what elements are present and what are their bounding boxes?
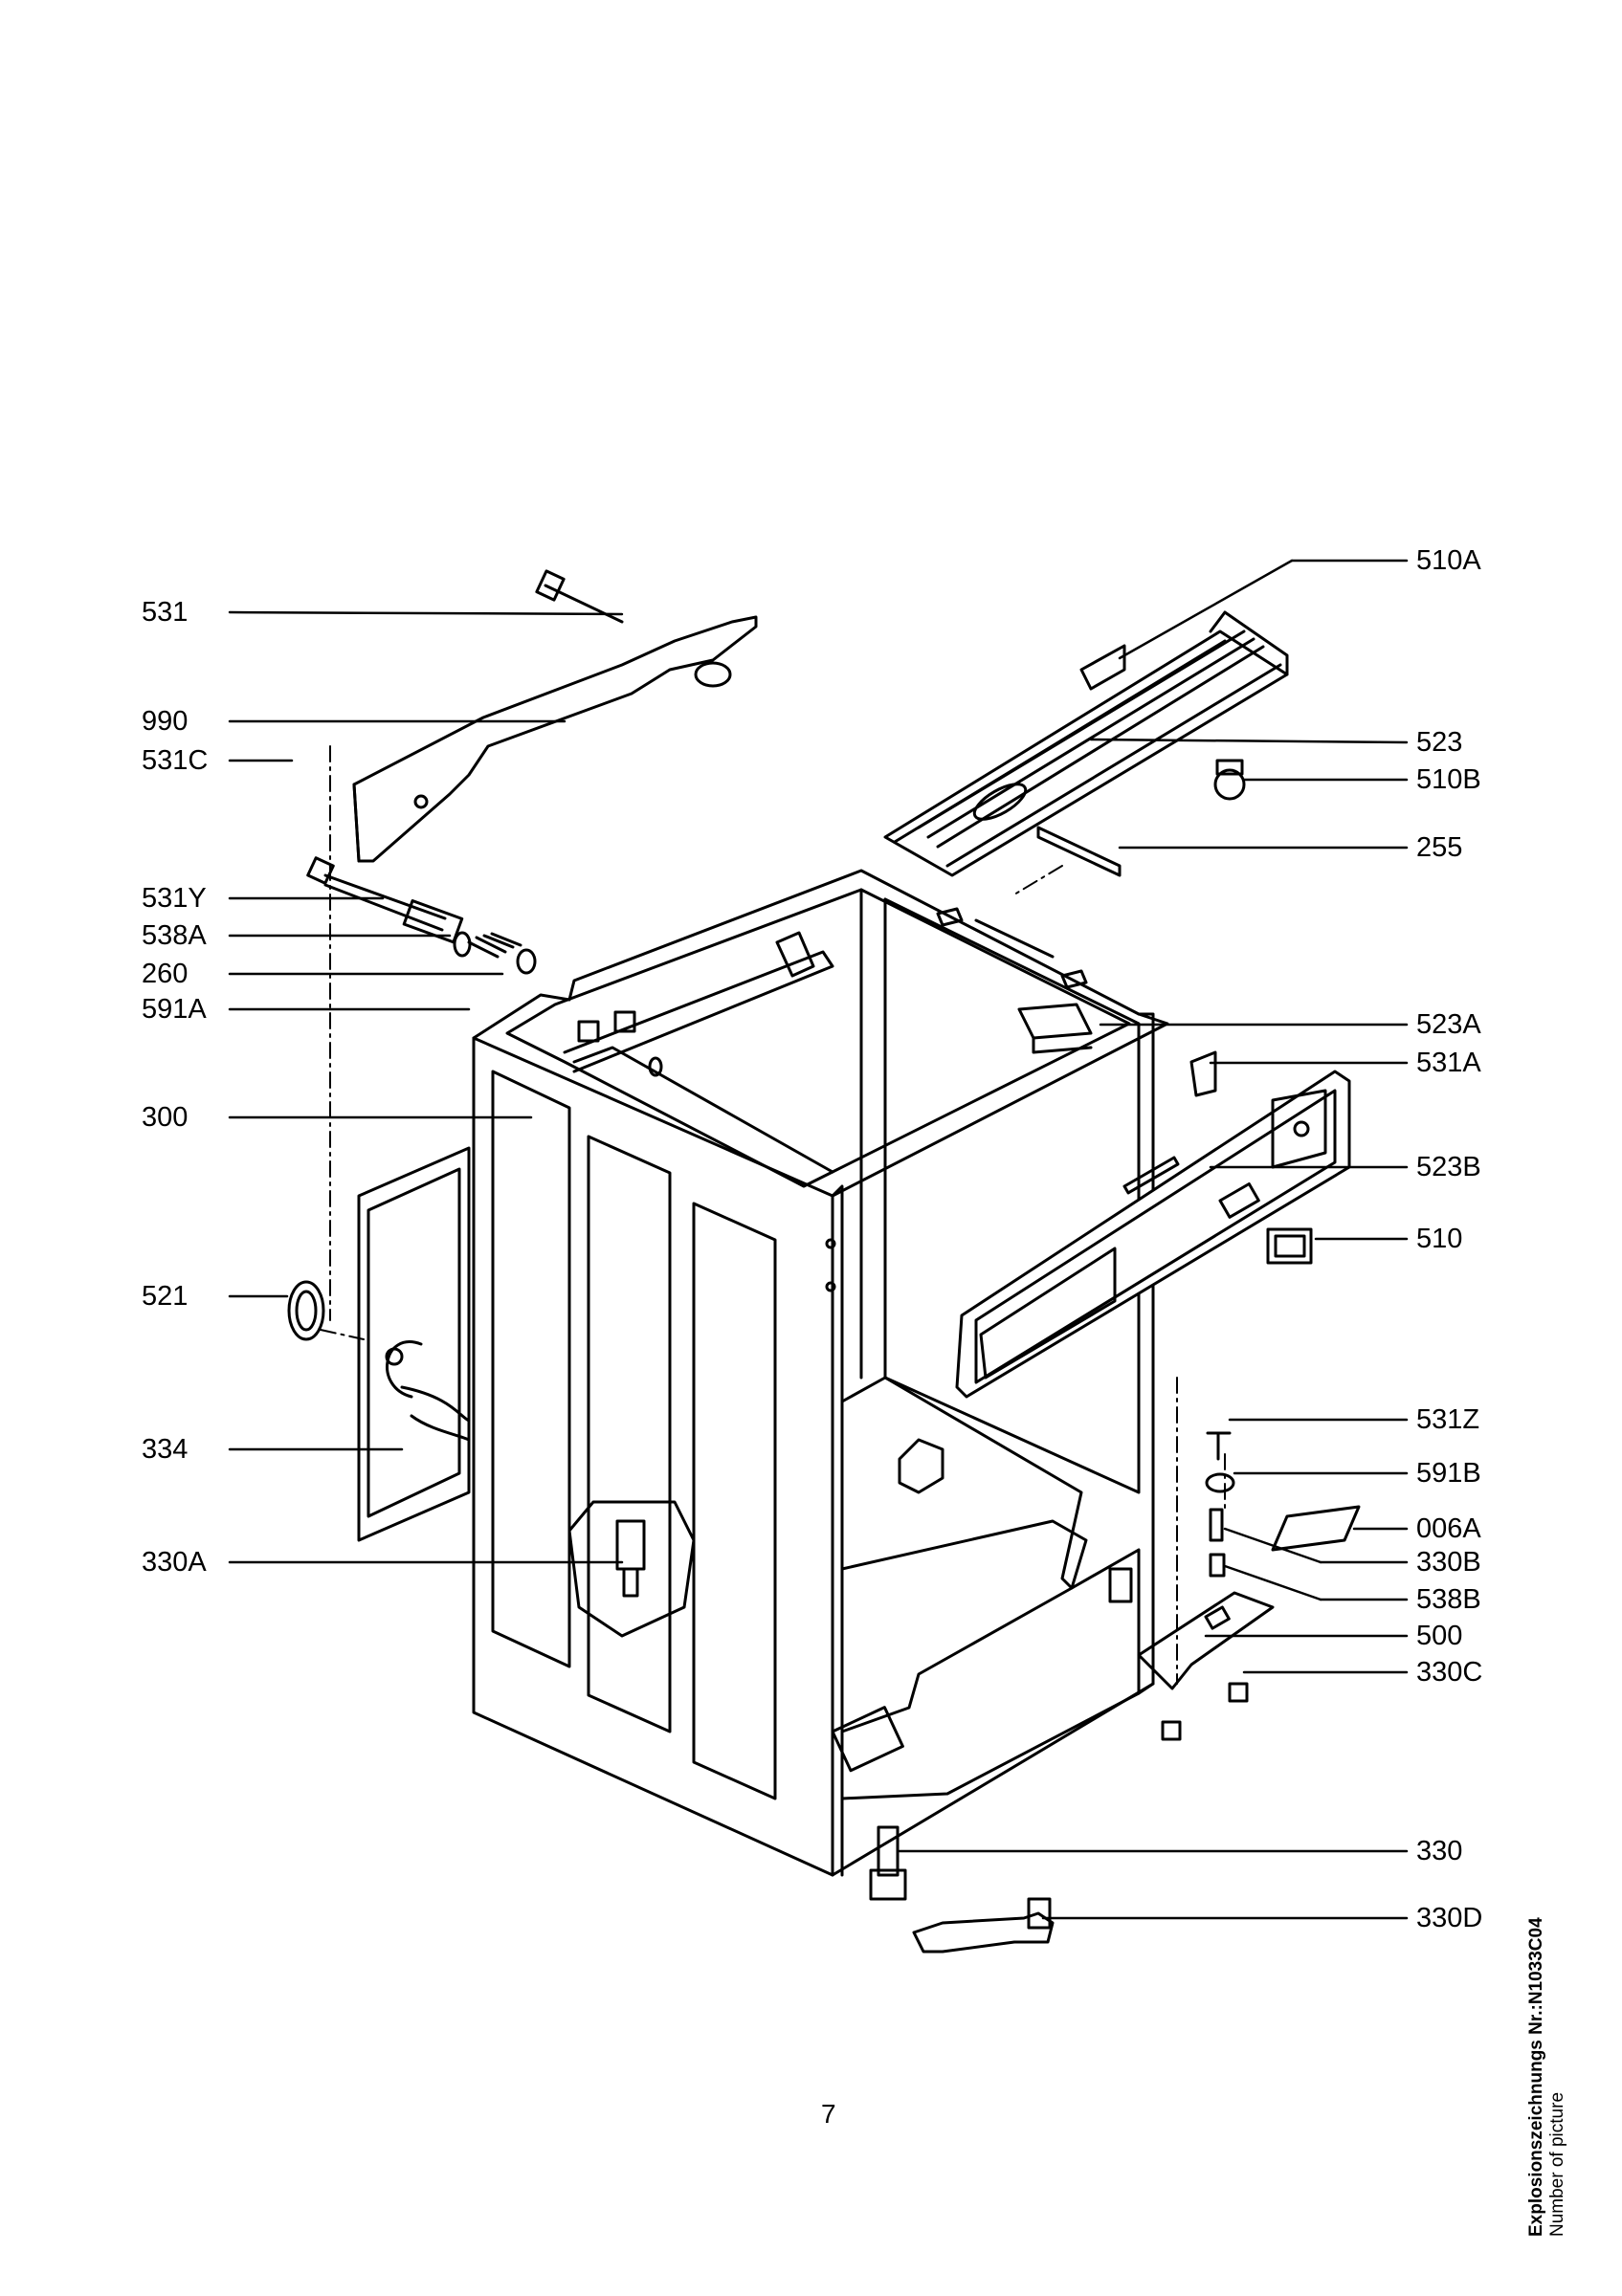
bolt-assembly <box>306 856 663 1077</box>
foot-330A <box>567 1500 696 1638</box>
label-300: 300 <box>142 1102 189 1133</box>
label-523B: 523B <box>1416 1152 1481 1182</box>
label-591A: 591A <box>142 994 207 1025</box>
label-500: 500 <box>1416 1621 1463 1651</box>
ring-521 <box>287 1280 325 1341</box>
label-523: 523 <box>1416 727 1463 758</box>
label-006A: 006A <box>1416 1513 1481 1544</box>
wrench-330D <box>912 1897 1055 1954</box>
label-255: 255 <box>1416 832 1463 863</box>
label-260: 260 <box>142 959 189 989</box>
assembly-guides <box>320 745 1226 1685</box>
label-330A: 330A <box>142 1547 207 1578</box>
label-538B: 538B <box>1416 1584 1481 1615</box>
foot-330 <box>869 1825 907 1901</box>
label-510A: 510A <box>1416 545 1481 576</box>
label-990: 990 <box>142 706 189 737</box>
cabinet-frame <box>472 869 1169 1877</box>
label-531Z: 531Z <box>1416 1404 1480 1435</box>
label-330: 330 <box>1416 1836 1463 1866</box>
picture-number-caption: Number of picture <box>1547 2091 1567 2237</box>
leader-lines <box>228 559 1409 1920</box>
door-panel <box>357 1146 471 1542</box>
bar-255 <box>1036 826 1122 877</box>
page-number: 7 <box>821 2099 836 2129</box>
label-523A: 523A <box>1416 1009 1481 1040</box>
label-531C: 531C <box>142 745 209 776</box>
label-591B: 591B <box>1416 1458 1481 1489</box>
label-531Y: 531Y <box>142 883 207 914</box>
label-510: 510 <box>1416 1224 1463 1254</box>
hardware-right <box>1079 644 1361 1741</box>
top-cover <box>883 610 1289 877</box>
label-330C: 330C <box>1416 1657 1483 1688</box>
front-crossbar <box>352 569 758 863</box>
label-510B: 510B <box>1416 764 1481 795</box>
label-521: 521 <box>142 1281 189 1312</box>
label-538A: 538A <box>142 920 207 951</box>
label-330D: 330D <box>1416 1903 1483 1933</box>
label-334: 334 <box>142 1434 189 1465</box>
label-531: 531 <box>142 597 189 628</box>
label-531A: 531A <box>1416 1048 1481 1078</box>
label-330B: 330B <box>1416 1547 1481 1578</box>
drawing-number-text: Explosionszeichnungs Nr.:N1033C04 <box>1526 1917 1546 2237</box>
